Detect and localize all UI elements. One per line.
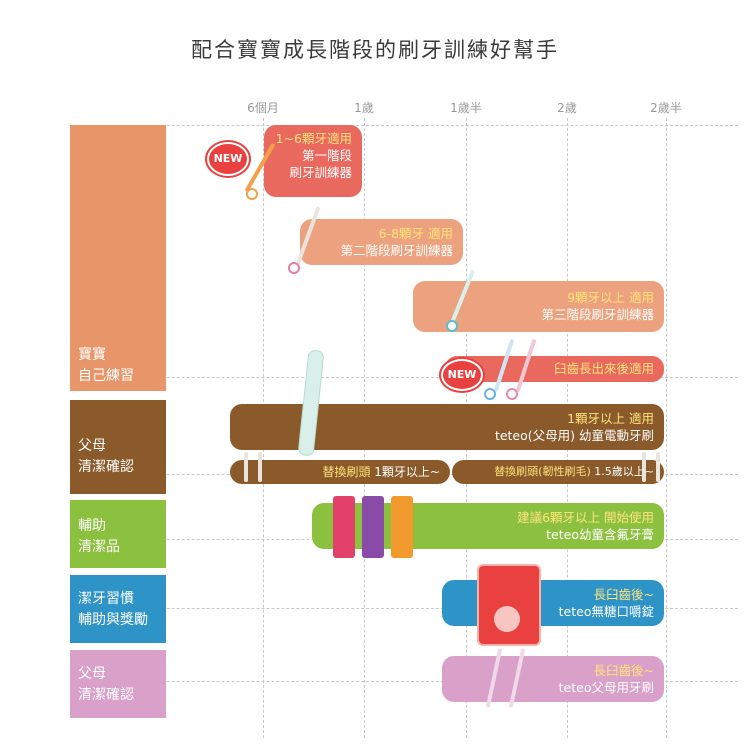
toothpaste-tube-icon [391,496,413,558]
grid-line-row1 [72,377,738,378]
bar-replacement-head-1: 替換刷頭 1顆牙以上~ [230,460,450,484]
category-habit-reward: 潔牙習慣 輔助與獎勵 [70,575,166,643]
bar-text: 第一階段 [301,148,352,163]
bar-highlight: 1顆牙以上 適用 [567,411,654,426]
bar-stage1-trainer: 1~6顆牙適用 第一階段 刷牙訓練器 [264,125,362,197]
bar-text: 1.5歲以上~ [594,465,654,478]
brush-head-icon [244,452,248,482]
bar-text: teteo父母用牙刷 [558,680,654,695]
trainer-ring-icon [288,262,300,274]
category-label-line1: 潔牙習慣 [78,591,134,607]
bar-highlight: 長臼齒後~ [593,587,654,602]
bar-text: 第三階段刷牙訓練器 [541,307,654,322]
brush-head-icon [258,452,262,482]
trainer-ring-icon [246,188,258,200]
bar-text: 刷牙訓練器 [289,165,352,180]
bar-replacement-head-2: 替換刷頭(韌性刷毛) 1.5歲以上~ [452,460,664,484]
category-parent-check-1: 父母 清潔確認 [70,400,166,494]
category-label-line1: 父母 [78,438,106,454]
bar-highlight: 替換刷頭(韌性刷毛) [494,465,591,478]
category-label-line2: 清潔確認 [78,459,134,475]
molar-ring-icon [484,388,496,400]
bar-chewable-tablet: 長臼齒後~ teteo無糖口嚼錠 [442,580,664,626]
bar-highlight: 長臼齒後~ [593,663,654,678]
bar-highlight: 6-8顆牙 適用 [378,226,453,241]
category-label-line2: 清潔品 [78,539,120,555]
grid-vline-2-5y [666,118,667,738]
category-label-line1: 輔助 [78,518,106,534]
bar-parent-toothbrush: 長臼齒後~ teteo父母用牙刷 [442,656,664,702]
grid-line-row5 [72,681,738,682]
bar-text: teteo無糖口嚼錠 [558,604,654,619]
category-label-line1: 父母 [78,666,106,682]
category-label-line2: 自己練習 [78,368,134,384]
grid-line-top [72,125,738,126]
toothpaste-tube-icon [362,496,384,558]
strawberry-icon [494,606,520,632]
bar-highlight: 替換刷頭 [322,465,371,479]
category-label-line2: 清潔確認 [78,687,134,703]
category-label-line2: 輔助與獎勵 [78,612,148,628]
tablet-package-icon [477,564,541,646]
toothpaste-tube-icon [333,496,355,558]
category-parent-check-2: 父母 清潔確認 [70,650,166,718]
category-baby-practice: 寶寶 自己練習 [70,125,166,391]
bar-electric-toothbrush: 1顆牙以上 適用 teteo(父母用) 幼童電動牙刷 [230,404,664,450]
page-title: 配合寶寶成長階段的刷牙訓練好幫手 [191,38,559,62]
brush-head-icon [656,452,660,482]
bar-text: teteo(父母用) 幼童電動牙刷 [494,428,654,443]
bar-stage2-trainer: 6-8顆牙 適用 第二階段刷牙訓練器 [300,219,463,265]
molar-ring-icon [506,388,518,400]
bar-highlight: 1~6顆牙適用 [275,131,352,146]
trainer-ring-icon [446,320,458,332]
category-label-line1: 寶寶 [78,347,106,363]
bar-highlight: 9顆牙以上 適用 [567,290,654,305]
stage-label-2y: 2歲 [557,101,577,115]
bar-text: 第二階段刷牙訓練器 [340,243,453,258]
stage-label-6m: 6個月 [247,101,279,115]
bar-highlight: 建議6顆牙以上 開始使用 [517,510,654,525]
new-badge: NEW [441,359,483,391]
bar-text: 1顆牙以上~ [374,465,440,479]
category-aid-products: 輔助 清潔品 [70,500,166,568]
grid-line-row4 [72,608,738,609]
brush-head-icon [642,452,646,482]
bar-highlight: 臼齒長出來後適用 [553,361,654,376]
stage-label-1-5y: 1歲半 [450,101,482,115]
bar-text: teteo幼童含氟牙膏 [546,527,654,542]
stage-label-2-5y: 2歲半 [650,101,682,115]
new-badge: NEW [207,142,249,176]
stage-label-1y: 1歲 [354,101,374,115]
